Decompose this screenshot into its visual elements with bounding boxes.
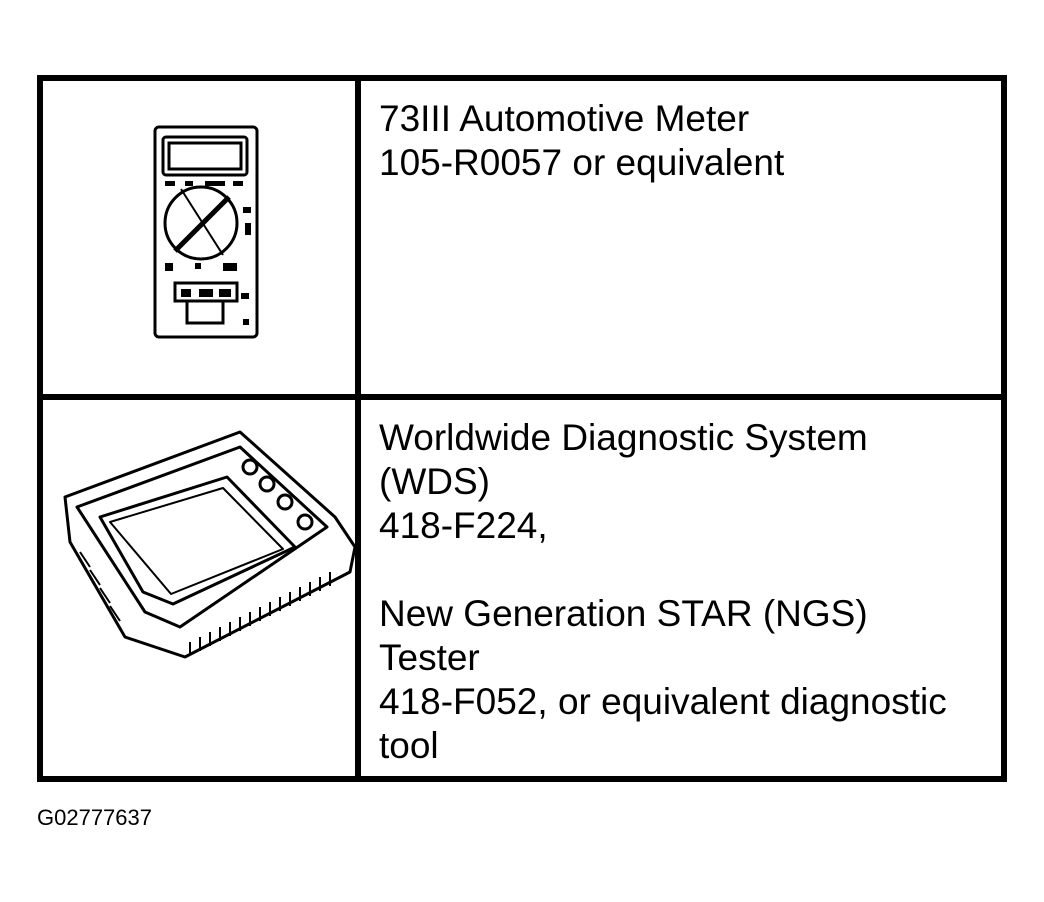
tool-image-cell bbox=[43, 400, 361, 776]
tool-row-diagnostic-system: Worldwide Diagnostic System (WDS) 418-F2… bbox=[43, 400, 1001, 776]
figure-id: G02777637 bbox=[37, 805, 152, 830]
tool-alt-name-cont: Tester bbox=[379, 637, 480, 678]
tool-description: Worldwide Diagnostic System (WDS) 418-F2… bbox=[367, 400, 1001, 776]
tool-name: 73III Automotive Meter bbox=[379, 98, 750, 139]
tool-image-cell bbox=[43, 81, 361, 394]
tool-abbreviation: (WDS) bbox=[379, 461, 490, 502]
tool-alt-part-number-cont: tool bbox=[379, 725, 439, 766]
tool-description: 73III Automotive Meter 105-R0057 or equi… bbox=[367, 81, 1001, 394]
tool-part-number: 105-R0057 or equivalent bbox=[379, 142, 785, 183]
tool-alt-part-number: 418-F052, or equivalent diagnostic bbox=[379, 681, 947, 722]
tool-part-number: 418-F224, bbox=[379, 505, 548, 546]
tool-alt-name: New Generation STAR (NGS) bbox=[379, 593, 868, 634]
multimeter-icon bbox=[153, 125, 259, 339]
tool-table: 73III Automotive Meter 105-R0057 or equi… bbox=[37, 75, 1007, 782]
tool-name: Worldwide Diagnostic System bbox=[379, 417, 868, 458]
spacer bbox=[379, 548, 991, 592]
tool-row-meter: 73III Automotive Meter 105-R0057 or equi… bbox=[43, 81, 1001, 400]
diagnostic-tester-icon bbox=[63, 430, 355, 659]
